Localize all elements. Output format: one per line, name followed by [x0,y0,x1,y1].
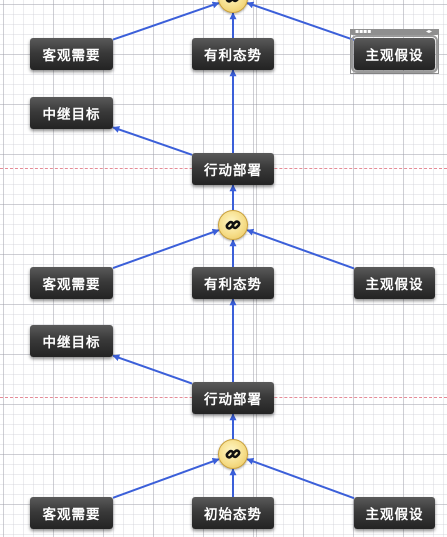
link-icon [225,0,241,3]
edge-arrow-n1-j0[interactable] [112,1,220,41]
link-icon [225,449,241,459]
edge-arrow-n11-j2[interactable] [112,458,220,499]
node-label: 主观假设 [365,48,424,64]
node-label: 客观需要 [42,507,101,523]
node-subjective-assumption[interactable]: 主观假设 [351,35,438,73]
node-label: 中继目标 [42,335,101,351]
selection-handle[interactable] [351,29,438,35]
edge-arrow-n10-n9[interactable] [112,354,193,385]
node-label: 主观假设 [365,507,424,523]
node-objective-need[interactable]: 客观需要 [30,497,113,529]
link-icon [225,220,241,230]
edge-arrow-n5-n4[interactable] [112,126,193,156]
node-label: 主观假设 [365,277,424,293]
node-label: 有利态势 [204,277,262,293]
edge-arrow-n3-j0[interactable] [246,1,355,41]
node-objective-need[interactable]: 客观需要 [30,38,113,70]
selection-grip-icon: ▪▪▪▪ [355,28,372,35]
node-label: 客观需要 [42,48,101,64]
and-junction[interactable] [218,210,248,240]
node-label: 客观需要 [42,277,101,293]
and-junction[interactable] [218,439,248,469]
node-relay-goal[interactable]: 中继目标 [30,97,113,129]
node-subjective-assumption[interactable]: 主观假设 [354,267,435,299]
node-label: 中继目标 [42,107,101,123]
edge-arrow-n6-j1[interactable] [112,228,220,270]
node-label: 初始态势 [204,507,262,523]
node-action-deployment[interactable]: 行动部署 [192,382,274,414]
node-action-deployment[interactable]: 行动部署 [192,153,274,185]
node-relay-goal[interactable]: 中继目标 [30,325,113,357]
node-initial-situation[interactable]: 初始态势 [192,497,274,529]
node-favorable-situation[interactable]: 有利态势 [192,267,274,299]
edge-arrow-n13-j2[interactable] [246,458,355,500]
node-objective-need[interactable]: 客观需要 [30,267,113,299]
edge-arrow-n8-j1[interactable] [246,228,355,270]
node-label: 行动部署 [204,392,262,408]
node-subjective-assumption[interactable]: 主观假设 [354,497,435,529]
node-label: 行动部署 [204,163,262,179]
node-favorable-situation[interactable]: 有利态势 [192,38,274,70]
node-label: 有利态势 [204,48,262,64]
resize-arrows-icon: ◂▸ [426,28,433,35]
